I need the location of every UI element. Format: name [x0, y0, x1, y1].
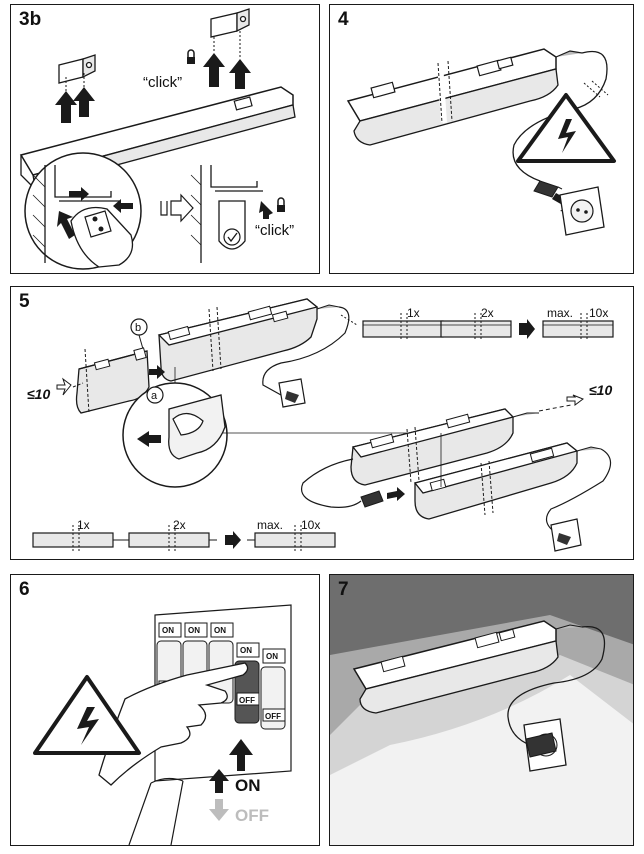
electric-hazard-icon — [33, 675, 141, 755]
on-arrow-icon — [209, 769, 229, 793]
click-label-bottom: “click” — [255, 222, 294, 239]
series-top-first: 1x — [407, 306, 420, 320]
step-5-illustration: b ≤10 a ≤10 — [27, 298, 614, 552]
switch-off-label: OFF — [265, 712, 281, 721]
step-number: 7 — [338, 579, 349, 600]
limit-left-label: ≤10 — [27, 386, 50, 402]
marker-a-label: a — [151, 390, 158, 402]
step-6-panel: 6 — [10, 574, 320, 846]
legend-off: OFF — [235, 806, 269, 825]
step-number: 6 — [19, 579, 30, 600]
step-3b-illustration: “click” — [19, 8, 296, 270]
step-5-panel: 5 b ≤10 a — [10, 286, 634, 560]
switch-on-label: ON — [214, 626, 226, 635]
switch-on-label: ON — [266, 652, 278, 661]
step-number: 3b — [19, 9, 42, 30]
step-7-panel: 7 — [329, 574, 634, 846]
switch-off-label: OFF — [239, 696, 255, 705]
series-top-last: 10x — [589, 306, 608, 320]
series-top-second: 2x — [481, 306, 494, 320]
click-label-top: “click” — [143, 74, 182, 91]
step-number: 5 — [19, 291, 30, 312]
series-diagram-bottom — [32, 525, 336, 551]
marker-a — [146, 386, 164, 404]
lock-icon — [277, 197, 285, 212]
switch-on-label: ON — [162, 626, 174, 635]
breaker-switch — [260, 648, 286, 730]
switch-on-label: ON — [240, 646, 252, 655]
limit-right-label: ≤10 — [589, 382, 612, 398]
series-bottom-max: max. — [257, 518, 283, 532]
off-arrow-icon — [209, 799, 229, 821]
series-bottom-second: 2x — [173, 518, 186, 532]
series-top-max: max. — [547, 306, 573, 320]
step-7-illustration — [330, 575, 633, 845]
step-4-panel: 4 — [329, 4, 634, 274]
step-number: 4 — [338, 9, 349, 30]
legend-on: ON — [235, 776, 261, 795]
step-3b-panel: 3b — [10, 4, 320, 274]
series-bottom-first: 1x — [77, 518, 90, 532]
lock-icon — [187, 49, 195, 64]
series-bottom-last: 10x — [301, 518, 320, 532]
switch-on-label: ON — [188, 626, 200, 635]
step-6-illustration: ON ON ON ON ON OFF OFF OFF OFF ON OFF — [33, 604, 292, 845]
series-diagram-top — [362, 313, 614, 341]
step-4-illustration — [346, 48, 616, 236]
breaker-switch — [234, 642, 260, 724]
electric-hazard-icon — [516, 93, 616, 163]
marker-b-label: b — [135, 322, 141, 334]
check-icon — [223, 228, 241, 246]
